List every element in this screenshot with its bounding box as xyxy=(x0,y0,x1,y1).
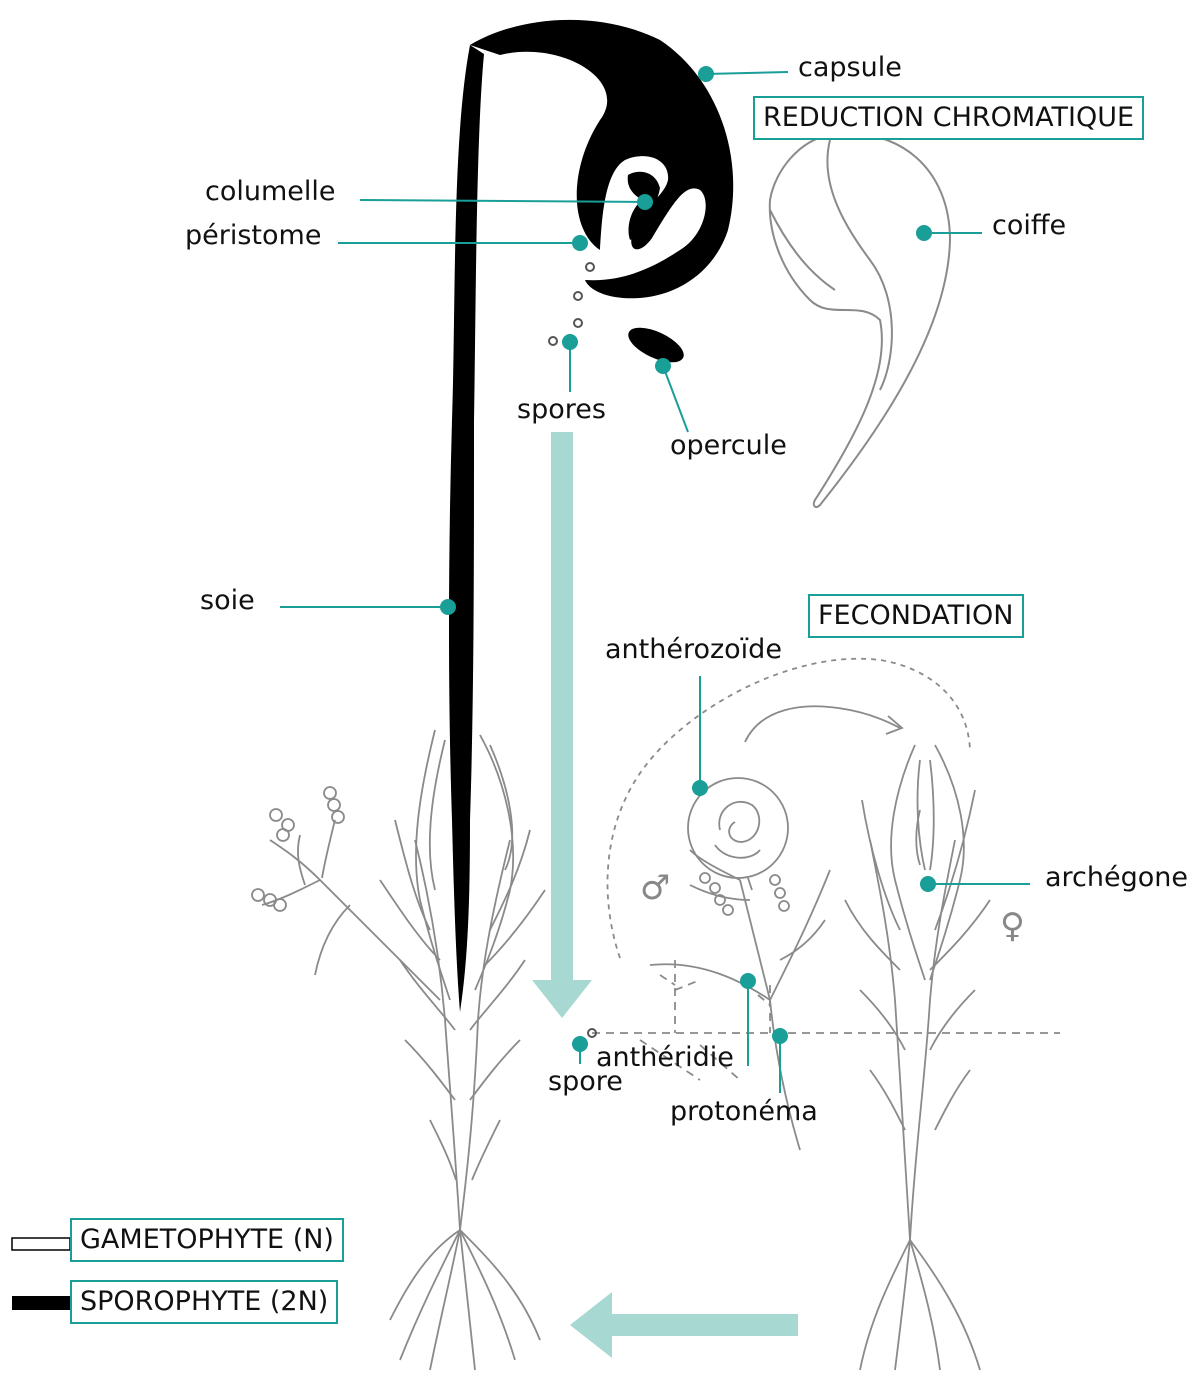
calyptra-drawing xyxy=(770,134,950,507)
legend-sporophyte: SPOROPHYTE (2N) xyxy=(70,1280,338,1324)
male-symbol: ♂ xyxy=(640,868,670,908)
female-symbol: ♀ xyxy=(1000,906,1025,946)
label-spore: spore xyxy=(548,1066,623,1098)
spore-dots xyxy=(549,263,594,345)
label-soie: soie xyxy=(200,585,255,617)
label-opercule: opercule xyxy=(670,430,787,462)
left-gametophyte xyxy=(252,730,545,1370)
sporophyte-swatch xyxy=(12,1296,70,1310)
box-reduction-chromatique: REDUCTION CHROMATIQUE xyxy=(753,96,1144,140)
antherozoid-detail xyxy=(608,659,970,958)
box-fecondation: FECONDATION xyxy=(808,594,1024,638)
gametophyte-swatch xyxy=(12,1238,70,1250)
sporophyte-drawing xyxy=(449,20,733,1012)
label-archegone: archégone xyxy=(1045,862,1188,894)
seta xyxy=(449,45,484,1012)
capsule-shape xyxy=(470,20,733,298)
operculum-shape xyxy=(623,321,688,370)
label-spores: spores xyxy=(517,394,606,426)
legend-gametophyte: GAMETOPHYTE (N) xyxy=(70,1218,344,1262)
label-antherozoide: anthérozoïde xyxy=(605,634,782,666)
label-coiffe: coiffe xyxy=(992,210,1066,242)
label-capsule: capsule xyxy=(798,52,902,84)
label-peristome: péristome xyxy=(185,220,321,252)
label-columelle: columelle xyxy=(205,176,336,208)
label-protonema: protonéma xyxy=(670,1096,818,1128)
cycle-arrow-left xyxy=(570,1292,798,1358)
cycle-arrow-down xyxy=(532,432,592,1018)
